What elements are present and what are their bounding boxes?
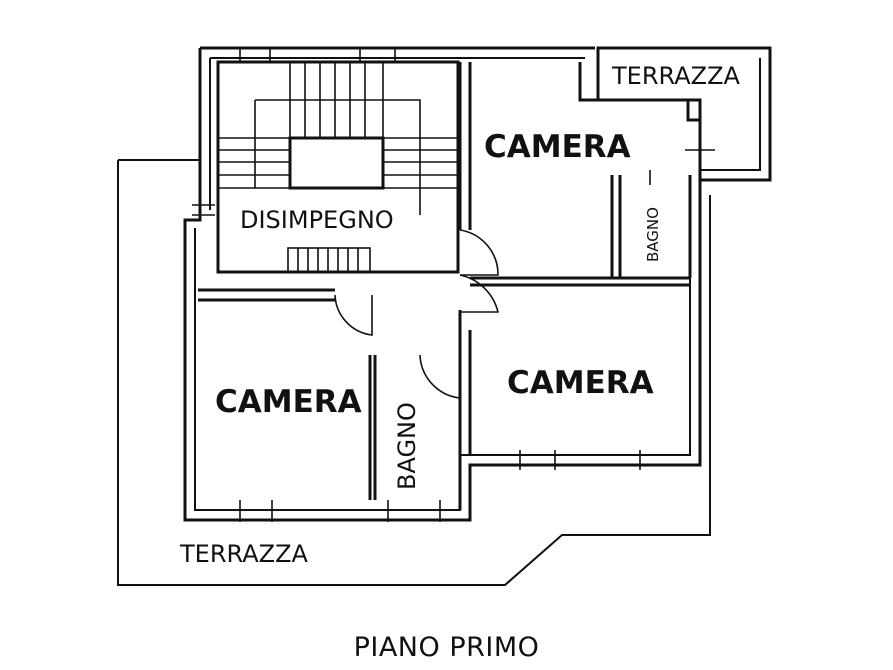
label-bagno-right: BAGNO bbox=[644, 207, 662, 262]
plan-title: PIANO PRIMO bbox=[353, 632, 540, 663]
label-disimpegno: DISIMPEGNO bbox=[240, 206, 394, 234]
label-camera-right: CAMERA bbox=[507, 365, 654, 401]
label-camera-top-right: CAMERA bbox=[484, 129, 631, 165]
house-inner-wall bbox=[194, 57, 761, 511]
label-camera-left: CAMERA bbox=[215, 384, 362, 420]
interior-walls bbox=[198, 62, 702, 510]
label-terrazza-bottom: TERRAZZA bbox=[179, 540, 309, 568]
terrace-boundary bbox=[117, 159, 711, 586]
doors bbox=[334, 229, 500, 399]
staircase bbox=[216, 60, 460, 274]
label-bagno-center: BAGNO bbox=[393, 402, 421, 490]
windows bbox=[192, 48, 715, 522]
label-terrazza-top: TERRAZZA bbox=[611, 62, 741, 90]
